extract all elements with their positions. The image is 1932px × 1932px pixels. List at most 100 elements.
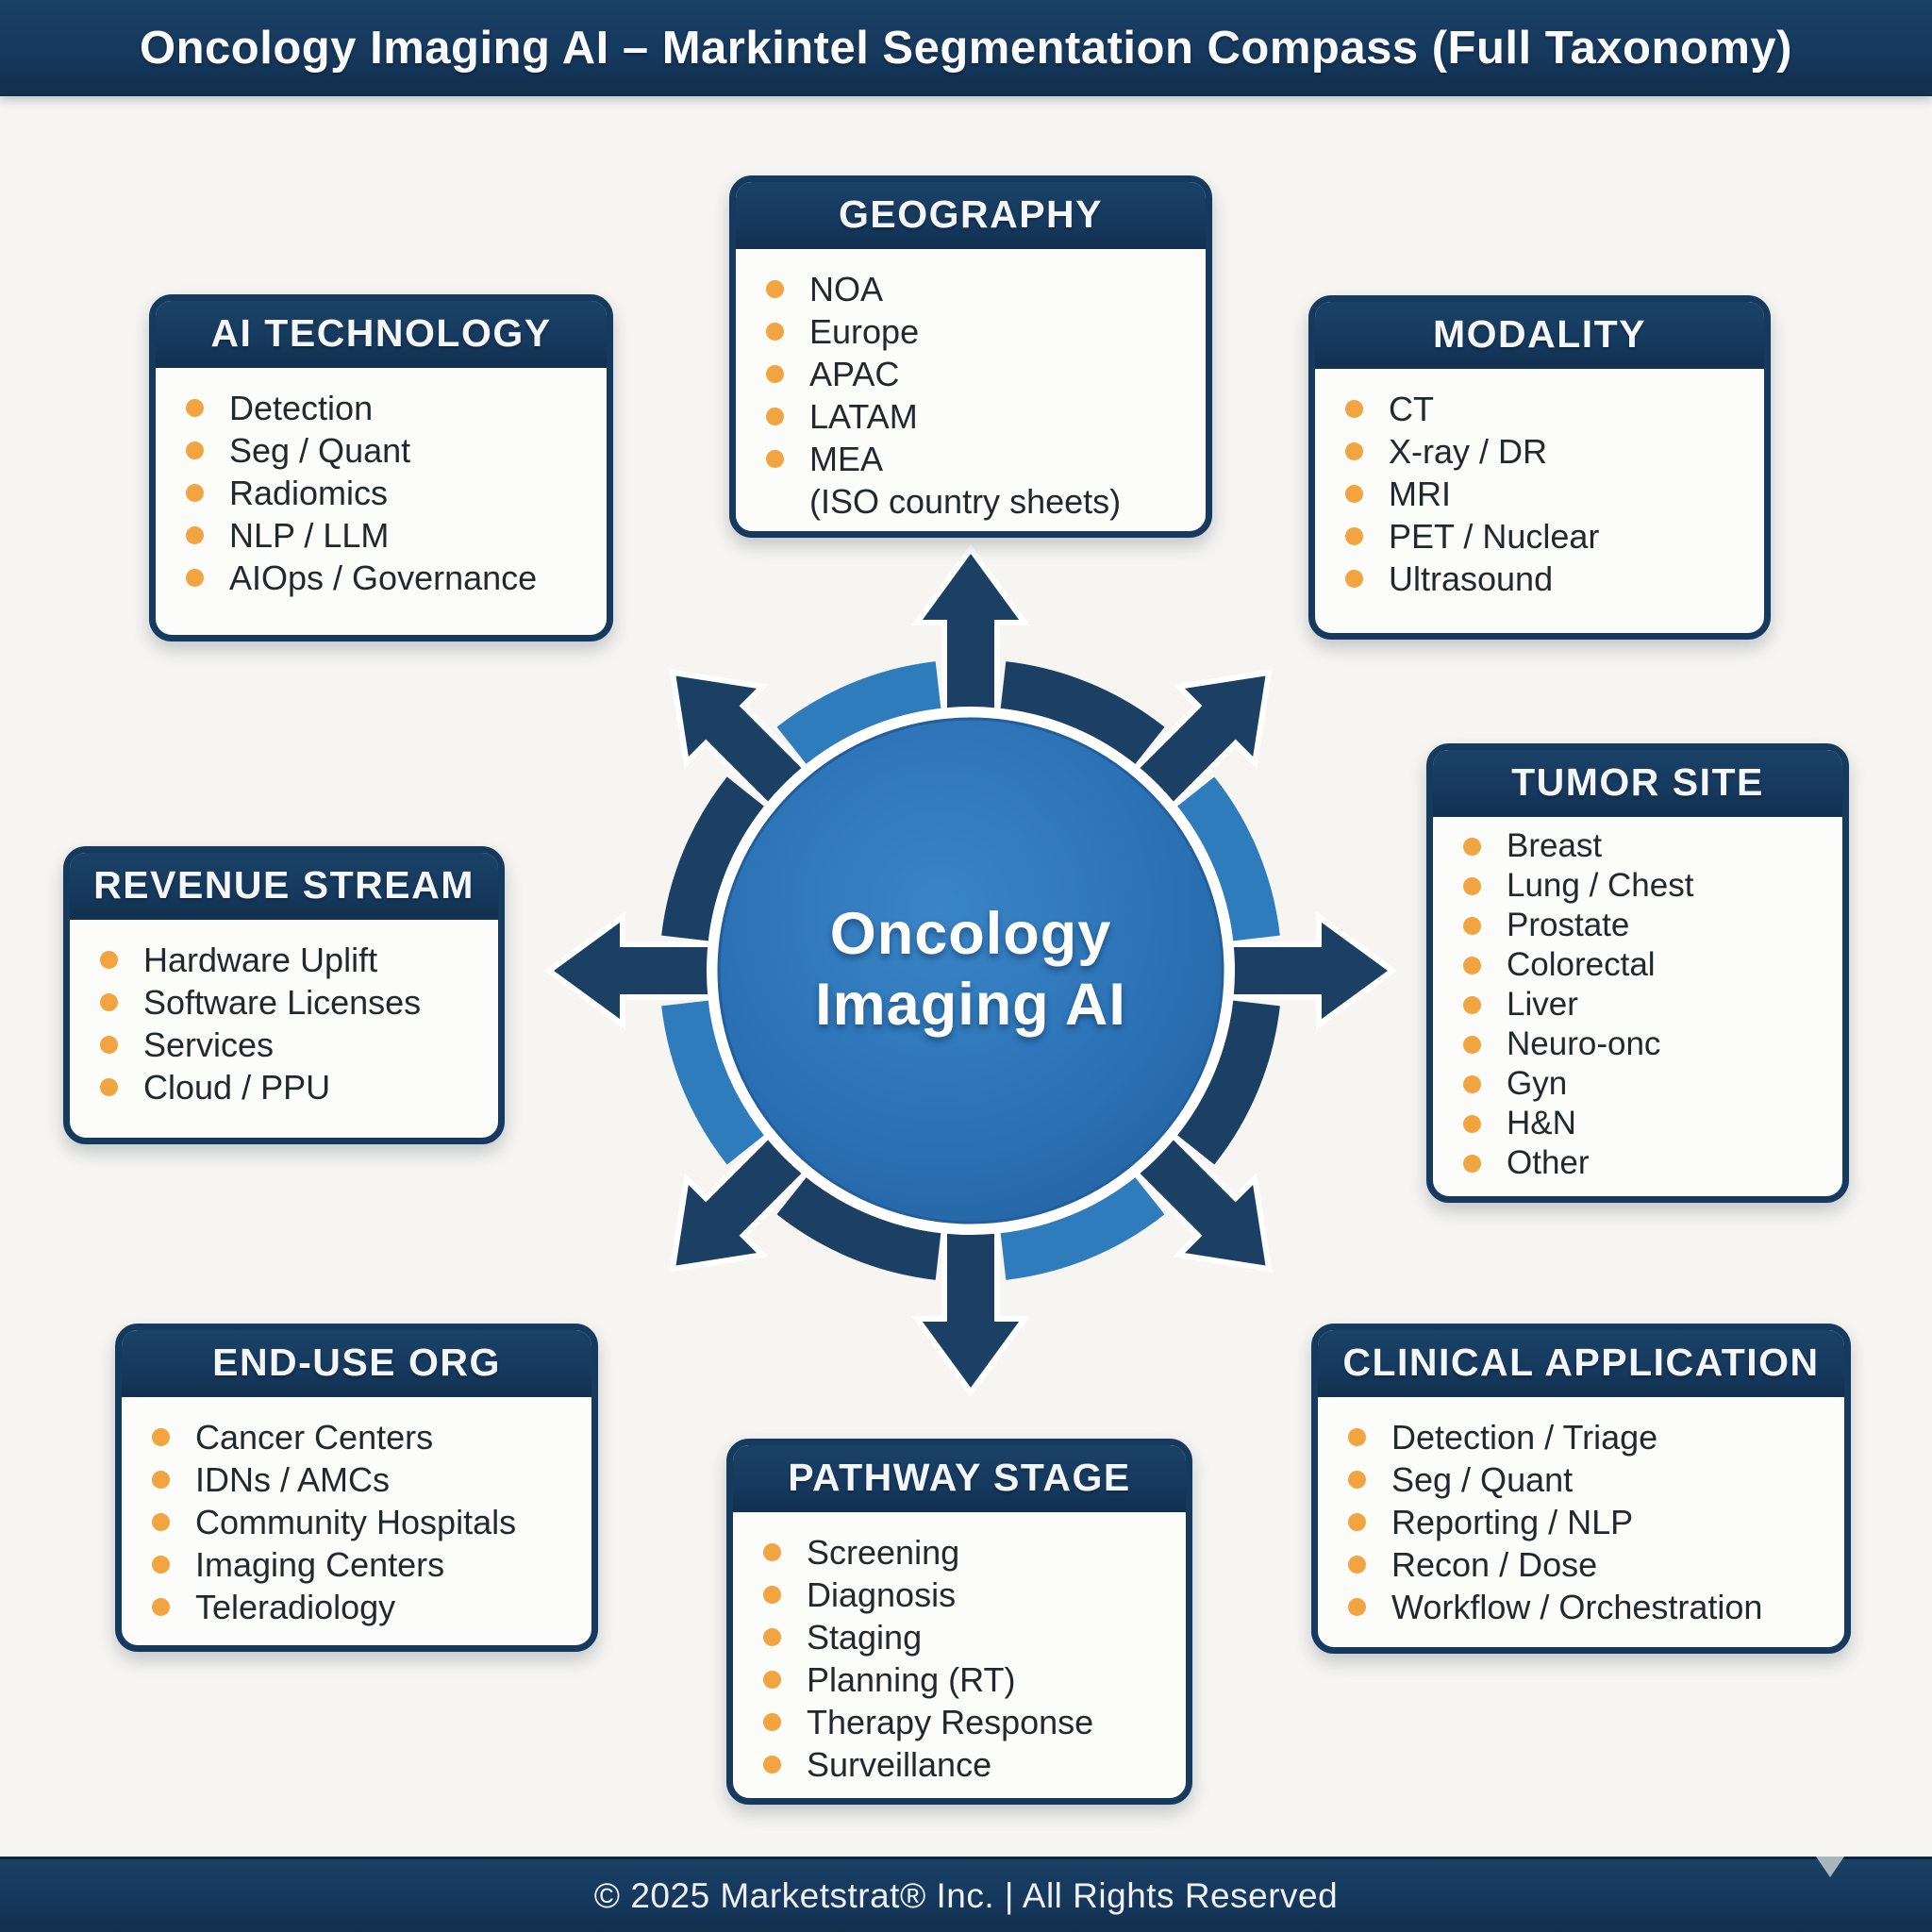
ring-arc-w-nw <box>661 776 765 941</box>
hub-label-line1: Oncology <box>829 901 1112 967</box>
list-item: Seg / Quant <box>1348 1458 1825 1501</box>
bullet-dot <box>100 951 118 969</box>
list-item-label: Lung / Chest <box>1507 867 1694 904</box>
bullet-dot <box>763 1671 781 1689</box>
bullet-dot <box>1345 527 1363 545</box>
box-header: MODALITY <box>1315 302 1764 369</box>
list-item-label: NLP / LLM <box>229 516 390 555</box>
bullet-dot <box>1463 995 1481 1014</box>
list-item-label: APAC <box>809 355 900 393</box>
bullet-dot <box>186 526 204 544</box>
bullet-dot <box>152 1513 170 1531</box>
bullet-dot <box>766 280 784 298</box>
list-item: Seg / Quant <box>186 429 588 472</box>
bullet-dot <box>100 993 118 1011</box>
list-item-label: Seg / Quant <box>229 431 411 470</box>
box-header: GEOGRAPHY <box>736 182 1206 249</box>
list-item-label: Liver <box>1507 986 1578 1023</box>
list-item-label: Detection <box>229 389 374 427</box>
bullet-dot <box>766 323 784 341</box>
box-header: AI TECHNOLOGY <box>156 301 607 368</box>
bullet-dot <box>100 1078 118 1096</box>
ring-arcs <box>661 661 1280 1280</box>
bullet-dot <box>763 1586 781 1604</box>
title-bar: Oncology Imaging AI – Markintel Segmenta… <box>0 0 1932 96</box>
list-item-label: PET / Nuclear <box>1389 517 1600 556</box>
bullet-dot <box>1463 916 1481 935</box>
list-item-label: Gyn <box>1507 1065 1568 1102</box>
list-item-label: Radiomics <box>229 474 389 512</box>
list-item-label: IDNs / AMCs <box>195 1460 391 1499</box>
ring-arc-se-s <box>1000 1176 1165 1280</box>
list-item: H&N <box>1463 1104 1824 1143</box>
list-item-label: Europe <box>809 312 920 351</box>
list-item-label: AIOps / Governance <box>229 558 538 597</box>
ring-arc-e-se <box>1176 1000 1280 1165</box>
list-item: Breast <box>1463 826 1824 866</box>
box-footnote: (ISO country sheets) <box>809 482 1122 521</box>
box-header: END-USE ORG <box>122 1330 591 1397</box>
ring-arc-s-sw <box>776 1176 941 1280</box>
hub-label-line2: Imaging AI <box>815 972 1126 1038</box>
bullet-dot <box>1348 1428 1366 1446</box>
compass-hub <box>543 543 1398 1398</box>
hub-label: Oncology Imaging AI <box>725 899 1216 1041</box>
list-item: Hardware Uplift <box>100 939 479 981</box>
list-item-label: Teleradiology <box>195 1588 396 1626</box>
list-item: Liver <box>1463 985 1824 1024</box>
bullet-dot <box>1348 1513 1366 1531</box>
list-item-label: H&N <box>1507 1105 1576 1141</box>
bullet-dot <box>152 1556 170 1574</box>
list-item: NLP / LLM <box>186 514 588 557</box>
list-item-label: Detection / Triage <box>1391 1418 1658 1457</box>
bullet-dot <box>766 365 784 383</box>
list-item-label: MEA <box>809 440 884 478</box>
bullet-dot <box>186 569 204 587</box>
list-item-label: X-ray / DR <box>1389 432 1548 471</box>
list-item-label: CT <box>1389 390 1434 428</box>
list-item: NOA <box>766 268 1187 310</box>
list-item: AIOps / Governance <box>186 557 588 599</box>
list-item-label: Other <box>1507 1144 1590 1181</box>
bullet-dot <box>186 484 204 502</box>
box-header: CLINICAL APPLICATION <box>1318 1330 1844 1397</box>
list-item: Radiomics <box>186 472 588 514</box>
list-item-label: Cloud / PPU <box>143 1068 331 1107</box>
list-item-label: Therapy Response <box>807 1703 1094 1741</box>
list-item-label: Neuro-onc <box>1507 1025 1661 1062</box>
list-item: Prostate <box>1463 906 1824 945</box>
list-item-label: LATAM <box>809 397 918 436</box>
list-item: Community Hospitals <box>152 1501 573 1543</box>
list-item-label: Breast <box>1507 827 1603 864</box>
ring-arc-nw-n <box>776 661 941 765</box>
list-item-label: Screening <box>807 1533 960 1572</box>
list-item-label: Workflow / Orchestration <box>1391 1588 1763 1626</box>
list-item: Planning (RT) <box>763 1658 1167 1701</box>
list-item: Workflow / Orchestration <box>1348 1586 1825 1628</box>
list-item: Recon / Dose <box>1348 1543 1825 1586</box>
bullet-dot <box>1348 1598 1366 1616</box>
bullet-dot <box>152 1428 170 1446</box>
list-item: Software Licenses <box>100 981 479 1024</box>
list-item: MEA <box>766 438 1187 480</box>
list-item: Detection / Triage <box>1348 1416 1825 1458</box>
list-item-label: Ultrasound <box>1389 559 1554 598</box>
bullet-dot <box>152 1598 170 1616</box>
